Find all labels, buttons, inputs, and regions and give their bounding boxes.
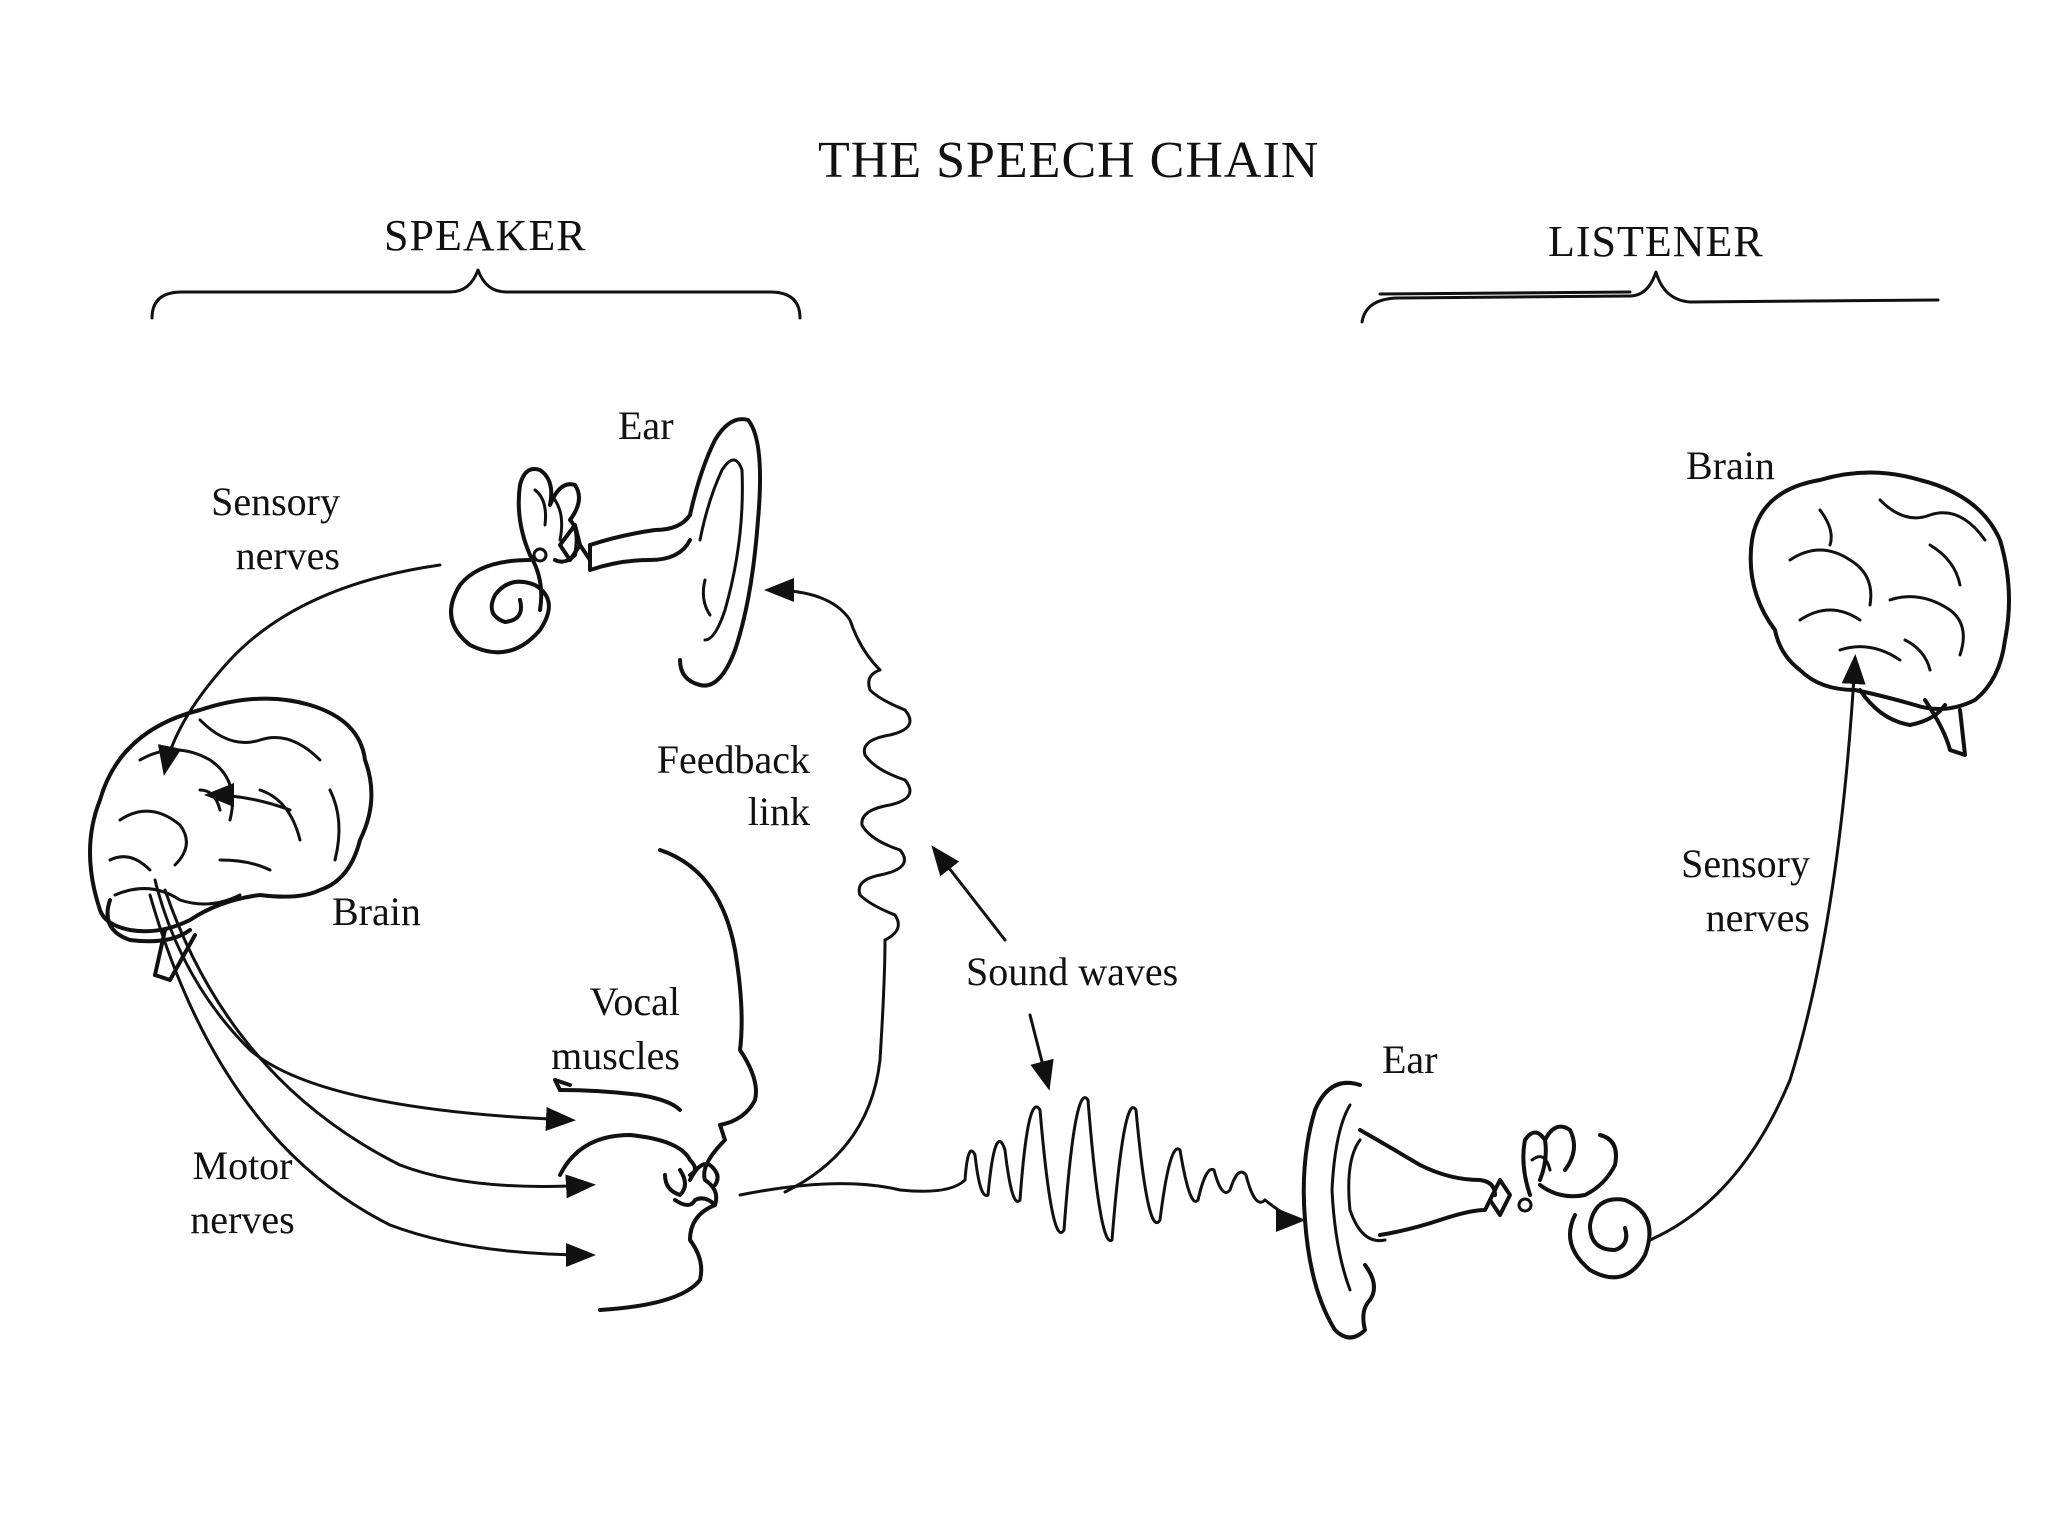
sound-waves-label: Sound waves [966, 949, 1179, 994]
listener-brain-label: Brain [1686, 443, 1775, 488]
speaker-heading: SPEAKER [384, 211, 587, 260]
listener-brace [1360, 270, 1940, 324]
listener-heading: LISTENER [1548, 217, 1764, 266]
feedback-label-line2: link [747, 789, 810, 834]
listener-ear-icon [1301, 1080, 1497, 1340]
vocal-label-line1: Vocal [589, 979, 680, 1024]
speaker-brace [150, 268, 802, 320]
speaker-inner-ear-icon [449, 467, 592, 655]
sound-wave-main [738, 1096, 1306, 1243]
sound-waves-pointer-up [931, 845, 1007, 942]
listener-sensory-label-line2: nerves [1705, 895, 1810, 940]
listener-sensory-label-line1: Sensory [1681, 841, 1810, 886]
sound-waves-pointer-down [1028, 1013, 1054, 1091]
speaker-sensory-label-line2: nerves [235, 533, 340, 578]
diagram-title: THE SPEECH CHAIN [818, 132, 1320, 189]
speaker-sensory-nerve-arrow [157, 563, 442, 776]
listener-sensory-nerve-arrow [1648, 654, 1866, 1242]
listener-brain-icon [1748, 470, 2011, 757]
vocal-label-line2: muscles [551, 1033, 680, 1078]
feedback-link-wave [764, 578, 912, 1194]
listener-ear-label: Ear [1382, 1037, 1438, 1082]
speaker-ear-label: Ear [618, 403, 674, 448]
feedback-label-line1: Feedback [656, 737, 810, 782]
speaker-sensory-label-line1: Sensory [211, 479, 340, 524]
speaker-vocal-tract-icon [553, 848, 758, 1312]
listener-inner-ear-icon [1488, 1124, 1652, 1280]
speaker-brain-label: Brain [332, 889, 421, 934]
motor-label-line2: nerves [190, 1197, 295, 1242]
motor-label-line1: Motor [192, 1143, 293, 1188]
motor-nerve-arrow-3 [148, 893, 596, 1267]
speaker-brain-icon [88, 696, 374, 982]
motor-nerve-arrow-2 [163, 888, 596, 1199]
speaker-ear-icon [588, 417, 763, 688]
